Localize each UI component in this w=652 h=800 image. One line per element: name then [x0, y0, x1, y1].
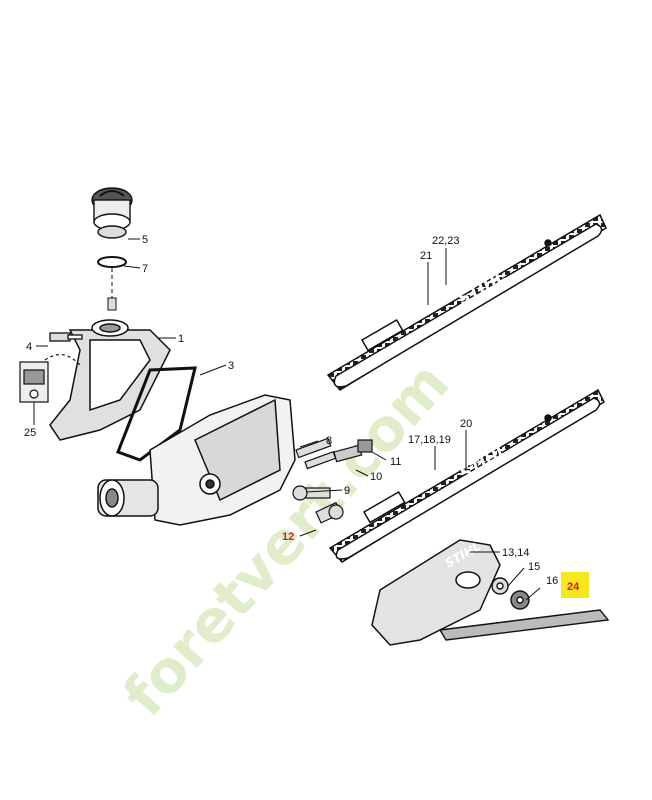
callout-24: 24 — [567, 581, 580, 593]
callout-13-14: 13,14 — [502, 547, 530, 559]
screw-part-4 — [49, 332, 83, 342]
callout-25: 25 — [24, 427, 36, 439]
pin-part-12 — [315, 501, 344, 524]
callout-11: 11 — [390, 456, 401, 468]
callout-17-18-19: 17,18,19 — [408, 434, 451, 446]
callout-4: 4 — [26, 341, 32, 353]
callout-20: 20 — [460, 418, 472, 430]
nut-part-11 — [357, 439, 373, 453]
washer-part-15 — [491, 577, 509, 595]
callout-21: 21 — [420, 250, 432, 262]
callout-12: 12 — [282, 531, 294, 543]
nut-part-16 — [510, 590, 530, 610]
oil-tank-part — [49, 319, 171, 441]
gear-head-part — [97, 394, 296, 526]
callout-15: 15 — [528, 561, 540, 573]
callout-3: 3 — [228, 360, 234, 372]
highlight-box — [561, 572, 589, 598]
callout-5: 5 — [142, 234, 148, 246]
callout-22-23: 22,23 — [432, 235, 460, 247]
callout-8: 8 — [326, 435, 332, 447]
callout-labels: 5 7 1 3 4 25 8 9 10 11 12 13,14 15 16 24… — [24, 234, 580, 593]
callout-16: 16 — [546, 575, 558, 587]
screw-part-9 — [292, 485, 331, 501]
label-part-25 — [19, 353, 81, 403]
oring-part — [97, 256, 127, 311]
bar-cover-part — [438, 609, 610, 641]
callout-7: 7 — [142, 263, 148, 275]
oil-cap-part — [91, 187, 133, 239]
callout-9: 9 — [344, 485, 350, 497]
callout-1: 1 — [178, 333, 184, 345]
guide-bar-upper-part: STIHL — [326, 213, 607, 391]
callout-10: 10 — [370, 471, 382, 483]
leader-lines — [33, 238, 574, 601]
tensioner-part-8 — [295, 437, 337, 470]
